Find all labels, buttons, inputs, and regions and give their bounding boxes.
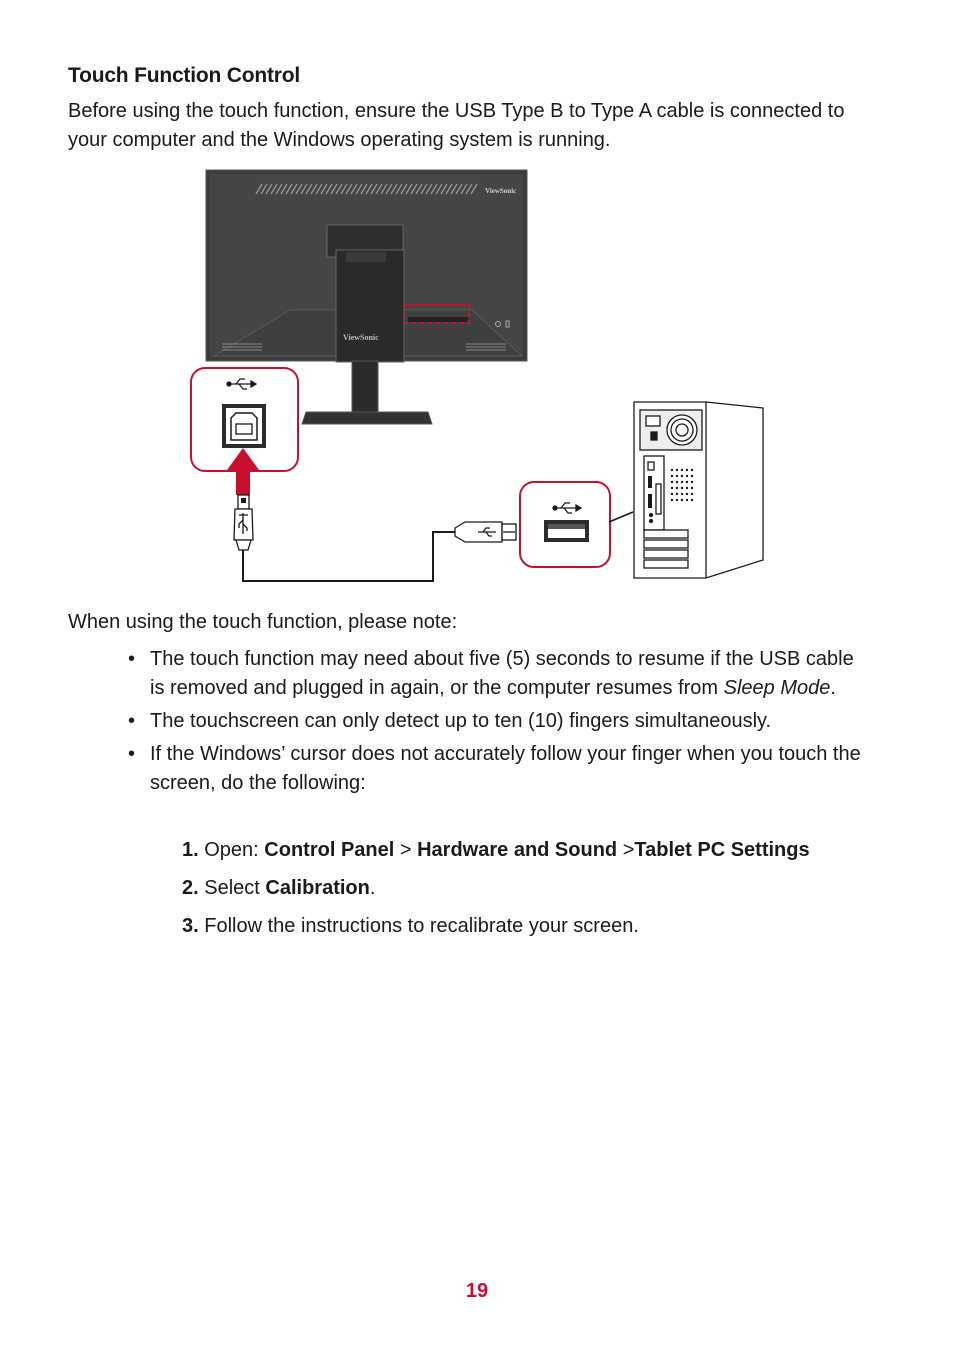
calibration-term: Calibration xyxy=(265,877,370,899)
step-number: 1. xyxy=(182,839,199,861)
list-item: • If the Windows’ cursor does not accura… xyxy=(128,740,870,798)
intro-paragraph: Before using the touch function, ensure … xyxy=(68,100,845,151)
note-text: The touchscreen can only detect up to te… xyxy=(150,710,772,732)
bullet-marker: • xyxy=(128,648,136,670)
step-number: 3. xyxy=(182,915,199,937)
step-punctuation: . xyxy=(369,877,376,899)
note-text: The touch function may need about five (… xyxy=(150,648,854,699)
usb-b-plug xyxy=(233,494,254,551)
page-number: 19 xyxy=(465,1280,489,1302)
list-item: • The touchscreen can only detect up to … xyxy=(128,707,870,736)
usb-b-port-callout xyxy=(190,367,299,472)
step-item: 3. Follow the instructions to recalibrat… xyxy=(182,912,882,941)
computer-tower xyxy=(633,401,764,579)
step-item: 2. Select Calibration. xyxy=(182,874,882,903)
calibration-steps: 1. Open: Control Panel > Hardware and So… xyxy=(182,836,882,950)
insert-arrow-icon xyxy=(227,448,259,495)
notes-list: • The touch function may need about five… xyxy=(128,645,870,802)
usb-a-port-callout xyxy=(519,481,634,568)
sleep-mode-term: Sleep Mode xyxy=(723,677,831,699)
bullet-marker: • xyxy=(128,743,136,765)
step-text: Select xyxy=(198,877,266,899)
list-item: • The touch function may need about five… xyxy=(128,645,870,703)
control-panel-term: Control Panel xyxy=(264,839,395,861)
monitor-rear-view: ViewSonic ViewSonic xyxy=(205,169,528,425)
step-number: 2. xyxy=(182,877,199,899)
note-text: If the Windows’ cursor does not accurate… xyxy=(150,743,861,794)
monitor-logo-stand: ViewSonic xyxy=(343,333,379,342)
usb-symbol-icon xyxy=(226,378,258,390)
bullet-marker: • xyxy=(128,710,136,732)
path-separator: > xyxy=(394,839,418,861)
usb-connection-illustration: ViewSonic ViewSonic xyxy=(190,169,764,582)
note-punctuation: . xyxy=(830,677,836,699)
step-item: 1. Open: Control Panel > Hardware and So… xyxy=(182,836,882,865)
tablet-pc-settings-term: Tablet PC Settings xyxy=(634,839,810,861)
path-separator: > xyxy=(617,839,635,861)
usb-a-plug xyxy=(454,521,517,543)
step-text: Follow the instructions to recalibrate y… xyxy=(198,915,639,937)
usb-symbol-icon xyxy=(552,502,583,514)
section-heading: Touch Function Control xyxy=(68,64,300,87)
monitor-logo-top: ViewSonic xyxy=(485,187,516,195)
step-text: Open: xyxy=(198,839,265,861)
note-intro: When using the touch function, please no… xyxy=(68,611,458,633)
hardware-sound-term: Hardware and Sound xyxy=(417,839,618,861)
